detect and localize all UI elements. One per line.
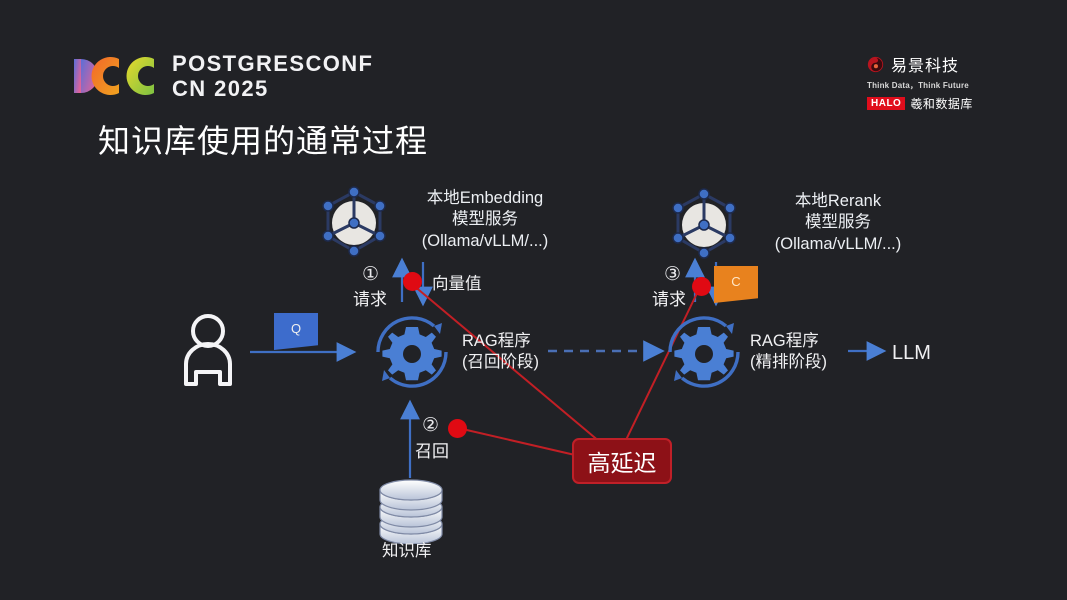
step-2-label: 召回 bbox=[415, 442, 449, 461]
rerank-service-node-icon bbox=[672, 188, 736, 259]
vendor-mark-icon bbox=[867, 56, 884, 72]
step-3-label: 请求 bbox=[652, 290, 686, 309]
conference-edition: CN 2025 bbox=[172, 75, 269, 101]
halo-badge: HALO bbox=[867, 97, 906, 110]
embedding-service-node-icon bbox=[322, 186, 386, 257]
rag-recall-label: RAG程序 (召回阶段) bbox=[462, 332, 539, 372]
vendor-product-row: HALO 羲和数据库 bbox=[867, 95, 987, 112]
context-flag: C bbox=[714, 266, 758, 296]
vendor-product-name: 羲和数据库 bbox=[910, 97, 973, 111]
conference-name: POSTGRESCONF bbox=[172, 51, 374, 76]
postgresconf-logo: POSTGRESCONF CN 2025 bbox=[72, 51, 374, 101]
rag-rerank-gear-icon bbox=[668, 316, 740, 388]
rag-rerank-label: RAG程序 (精排阶段) bbox=[750, 332, 827, 372]
latency-marker-3 bbox=[692, 277, 711, 296]
latency-marker-2 bbox=[448, 419, 467, 438]
rag-recall-gear-icon bbox=[376, 316, 448, 388]
llm-label: LLM bbox=[892, 342, 931, 364]
user-icon bbox=[184, 314, 232, 386]
embedding-service-label: 本地Embedding 模型服务 (Ollama/vLLM/...) bbox=[421, 189, 549, 250]
step-1-label: 请求 bbox=[353, 290, 387, 309]
conference-wordmark: POSTGRESCONF CN 2025 bbox=[172, 51, 374, 101]
vendor-name: 易景科技 bbox=[891, 58, 960, 75]
high-latency-callout: 高延迟 bbox=[572, 438, 672, 484]
vector-value-label: 向量值 bbox=[432, 275, 482, 293]
knowledge-base-icon bbox=[379, 479, 443, 544]
leader-latency-step2 bbox=[457, 427, 576, 456]
step-2-number: ② bbox=[422, 415, 440, 436]
query-flag-label: Q bbox=[290, 320, 302, 336]
vendor-tagline: Think Data，Think Future bbox=[867, 81, 969, 90]
high-latency-label: 高延迟 bbox=[587, 450, 657, 476]
step-1-number: ① bbox=[362, 264, 380, 285]
pcc-logo-mark bbox=[72, 55, 162, 97]
context-flag-label: C bbox=[731, 273, 741, 289]
page-title: 知识库使用的通常过程 bbox=[98, 123, 429, 159]
knowledge-base-label: 知识库 bbox=[382, 542, 432, 560]
query-flag: Q bbox=[274, 313, 318, 343]
rerank-service-label: 本地Rerank 模型服务 (Ollama/vLLM/...) bbox=[774, 192, 902, 253]
vendor-logo: 易景科技 Think Data，Think Future HALO 羲和数据库 bbox=[867, 52, 987, 112]
vendor-title-row: 易景科技 bbox=[867, 52, 987, 76]
pcc-logo-svg bbox=[74, 57, 154, 95]
step-3-number: ③ bbox=[664, 264, 682, 285]
latency-marker-1 bbox=[403, 272, 422, 291]
